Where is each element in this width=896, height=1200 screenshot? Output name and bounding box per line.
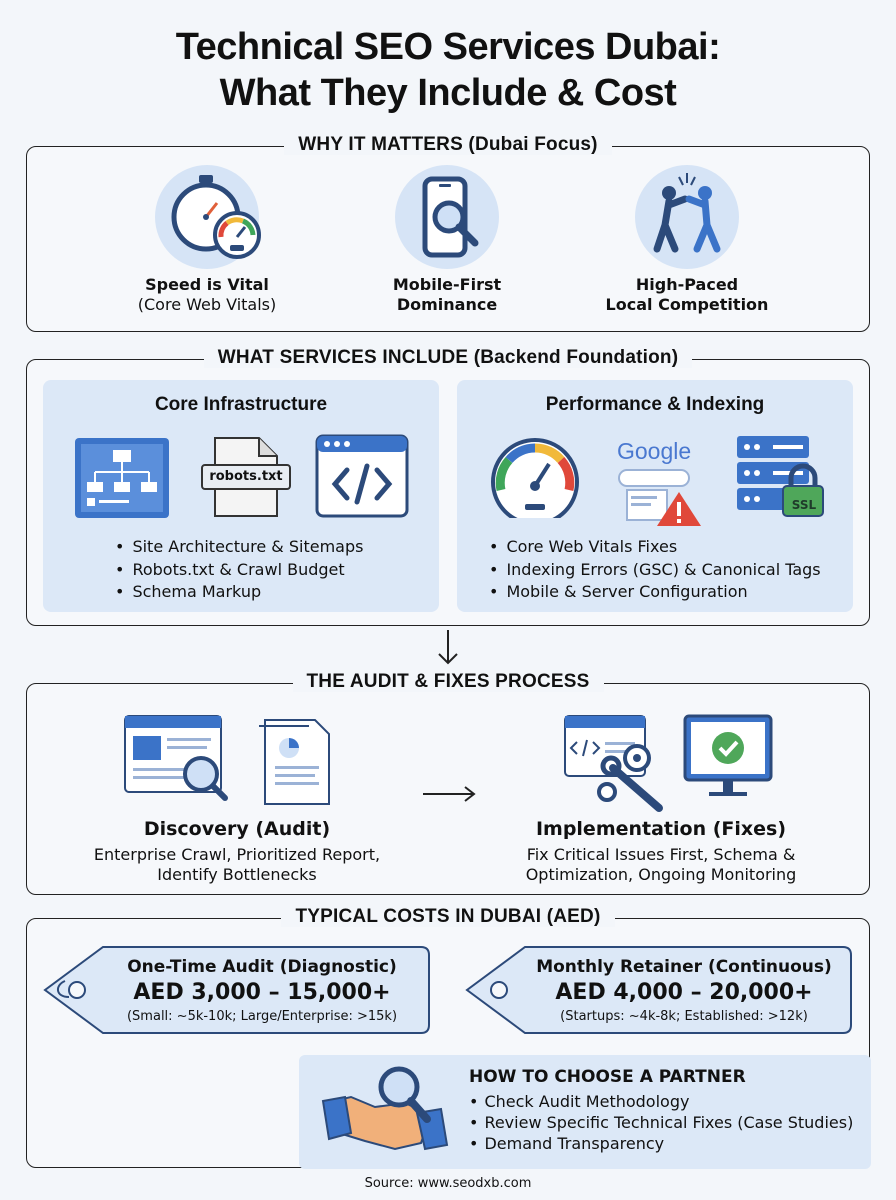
services-section: WHAT SERVICES INCLUDE (Backend Foundatio…: [26, 347, 870, 626]
list-item: Core Web Vitals Fixes: [489, 536, 821, 559]
core-infrastructure-title: Core Infrastructure: [154, 394, 328, 415]
right-arrow-icon: [423, 786, 476, 802]
why-competition-sub: Local Competition: [605, 295, 769, 314]
process-section: THE AUDIT & FIXES PROCESS: [26, 671, 870, 895]
retainer-price: AED 4,000 – 20,000+: [555, 980, 813, 1005]
robots-file-icon: robots.txt: [201, 434, 291, 524]
list-item: Site Architecture & Sitemaps: [115, 536, 363, 559]
choose-partner-list: Check Audit Methodology Review Specific …: [469, 1091, 853, 1154]
why-heading: WHY IT MATTERS (Dubai Focus): [284, 134, 612, 155]
list-item: Mobile & Server Configuration: [489, 581, 821, 604]
choose-partner-title: HOW TO CHOOSE A PARTNER: [469, 1067, 746, 1087]
competing-people-icon: [635, 165, 739, 269]
fix-tools-monitor-icon: [563, 712, 793, 816]
handshake-magnifier-icon: [321, 1066, 449, 1151]
process-heading: THE AUDIT & FIXES PROCESS: [292, 671, 604, 692]
retainer-title: Monthly Retainer (Continuous): [536, 957, 832, 977]
why-item-speed: Speed is Vital (Core Web Vitals): [107, 165, 307, 315]
core-infrastructure-panel: Core Infrastructure robots.txt: [43, 380, 439, 612]
audit-price-text: One-Time Audit (Diagnostic) AED 3,000 – …: [103, 955, 421, 1027]
retainer-price-text: Monthly Retainer (Continuous) AED 4,000 …: [525, 955, 843, 1027]
why-item-competition: High-Paced Local Competition: [587, 165, 787, 315]
code-window-icon: [315, 434, 409, 522]
stopwatch-gauge-icon: [155, 165, 261, 269]
page-title: Technical SEO Services Dubai: What They …: [0, 24, 896, 116]
why-section: WHY IT MATTERS (Dubai Focus) Speed is Vi…: [26, 134, 870, 332]
sitemap-blueprint-icon: [73, 432, 173, 524]
discovery-title: Discovery (Audit): [143, 818, 331, 840]
retainer-note: (Startups: ~4k-8k; Established: >12k): [560, 1009, 808, 1024]
retainer-price-tag: [465, 946, 852, 1034]
server-ssl-icon: SSL: [733, 434, 829, 524]
title-line-2: What They Include & Cost: [219, 72, 677, 114]
core-infrastructure-list: Site Architecture & Sitemaps Robots.txt …: [115, 536, 363, 604]
costs-section: TYPICAL COSTS IN DUBAI (AED) One-Time Au…: [26, 906, 871, 1169]
why-mobile-label: Mobile-First: [392, 275, 502, 294]
audit-price-tag: [43, 946, 430, 1034]
list-item: Robots.txt & Crawl Budget: [115, 559, 363, 582]
down-arrow-icon: [438, 630, 458, 665]
list-item: Demand Transparency: [469, 1133, 853, 1154]
why-item-mobile: Mobile-First Dominance: [347, 165, 547, 315]
discovery-desc-1: Enterprise Crawl, Prioritized Report,: [93, 845, 381, 864]
mobile-magnifier-icon: [395, 165, 499, 269]
performance-indexing-title: Performance & Indexing: [545, 394, 765, 415]
source-credit: Source: www.seodxb.com: [364, 1176, 532, 1191]
speed-gauge-icon: [487, 434, 583, 526]
why-competition-label: High-Paced: [635, 275, 739, 294]
why-speed-label: Speed is Vital: [145, 275, 269, 294]
implementation-title: Implementation (Fixes): [535, 818, 787, 840]
list-item: Indexing Errors (GSC) & Canonical Tags: [489, 559, 820, 582]
audit-price: AED 3,000 – 15,000+: [133, 980, 391, 1005]
implementation-desc-1: Fix Critical Issues First, Schema &: [526, 845, 796, 864]
implementation-desc-2: Optimization, Ongoing Monitoring: [525, 865, 797, 884]
list-item: Schema Markup: [115, 581, 363, 604]
title-line-1: Technical SEO Services Dubai:: [175, 26, 721, 68]
ssl-label: SSL: [791, 498, 817, 512]
audit-title: One-Time Audit (Diagnostic): [127, 957, 397, 977]
performance-indexing-panel: Performance & Indexing Google: [457, 380, 853, 612]
costs-heading: TYPICAL COSTS IN DUBAI (AED): [281, 906, 615, 927]
robots-file-label: robots.txt: [201, 464, 291, 490]
list-item: Check Audit Methodology: [469, 1091, 853, 1112]
google-index-error-icon: Google: [617, 438, 701, 526]
audit-note: (Small: ~5k-10k; Large/Enterprise: >15k): [126, 1009, 398, 1024]
google-wordmark: Google: [617, 438, 692, 464]
performance-indexing-list: Core Web Vitals Fixes Indexing Errors (G…: [489, 536, 821, 604]
choose-partner-box: HOW TO CHOOSE A PARTNER Check Audit Meth…: [299, 1055, 871, 1169]
list-item: Review Specific Technical Fixes (Case St…: [469, 1112, 853, 1133]
services-heading: WHAT SERVICES INCLUDE (Backend Foundatio…: [203, 347, 693, 368]
why-mobile-sub: Dominance: [396, 295, 498, 314]
why-speed-sub: (Core Web Vitals): [137, 295, 277, 314]
discovery-desc-2: Identify Bottlenecks: [157, 865, 317, 884]
audit-scan-icon: [123, 712, 353, 816]
